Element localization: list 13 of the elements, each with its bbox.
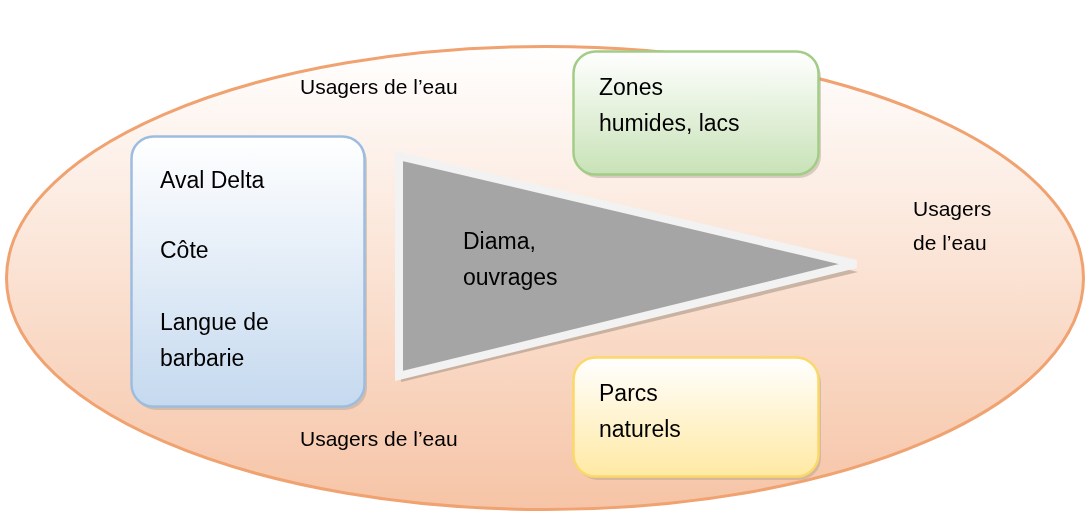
node-text: Aval Delta: [160, 166, 266, 195]
node-text: Langue de barbarie: [160, 308, 270, 373]
rounded-box: [130, 135, 368, 410]
node-text: Côte: [160, 236, 210, 265]
region-label: Usagers de l’eau: [300, 74, 459, 100]
ellipse-region: [5, 45, 1085, 511]
region-label: Usagers de l’eau: [913, 196, 993, 256]
region-label: Usagers de l’eau: [300, 426, 459, 452]
rounded-box: [572, 50, 822, 178]
node-text: Parcs naturels: [599, 379, 682, 444]
rounded-box: [572, 356, 822, 480]
node-text: Diama, ouvrages: [463, 227, 559, 292]
node-text: Zones humides, lacs: [599, 73, 741, 138]
